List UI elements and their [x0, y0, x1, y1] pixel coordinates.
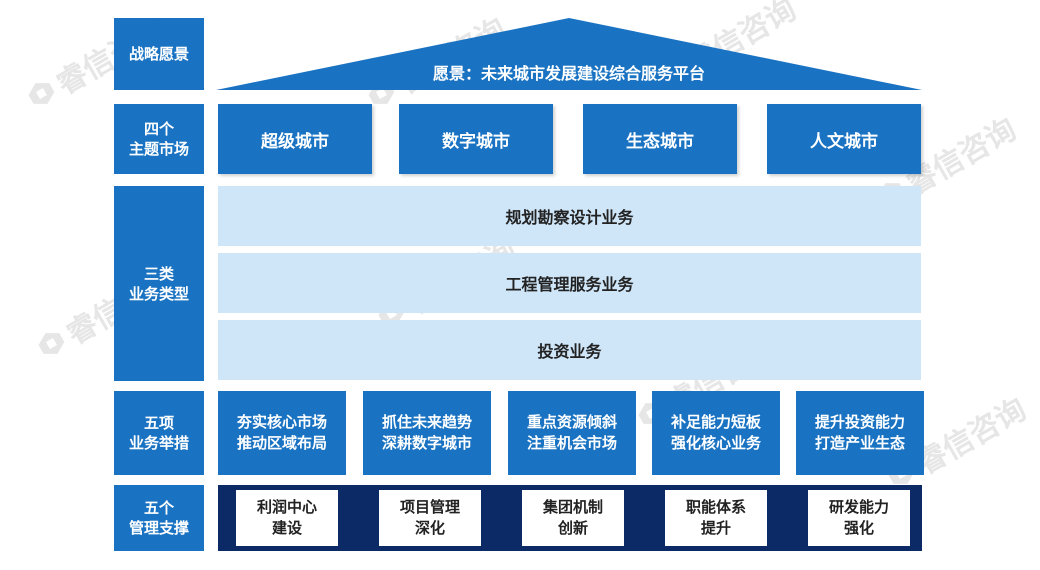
row-label-supports: 五个 管理支撑 — [114, 485, 204, 551]
business-measure: 重点资源倾斜 注重机会市场 — [508, 391, 636, 475]
business-measure: 抓住未来趋势 深耕数字城市 — [363, 391, 491, 475]
theme-market: 生态城市 — [583, 104, 737, 174]
business-type: 投资业务 — [218, 320, 921, 380]
theme-market: 超级城市 — [218, 104, 372, 174]
row-label-themes: 四个 主题市场 — [114, 104, 204, 174]
management-support: 利润中心 建设 — [236, 490, 338, 546]
row-label-types: 三类 业务类型 — [114, 186, 204, 381]
theme-market: 人文城市 — [767, 104, 921, 174]
management-support: 项目管理 深化 — [379, 490, 481, 546]
watermark-logo-icon — [28, 83, 55, 104]
vision-text: 愿景：未来城市发展建设综合服务平台 — [432, 64, 705, 83]
theme-market: 数字城市 — [399, 104, 553, 174]
business-measure: 夯实核心市场 推动区域布局 — [218, 391, 346, 475]
business-measure: 补足能力短板 强化核心业务 — [652, 391, 780, 475]
row-label-vision: 战略愿景 — [114, 18, 204, 90]
row-label-measures: 五项 业务举措 — [114, 391, 204, 475]
business-measure: 提升投资能力 打造产业生态 — [796, 391, 924, 475]
management-support: 职能体系 提升 — [665, 490, 767, 546]
business-type: 工程管理服务业务 — [218, 253, 921, 313]
management-support: 集团机制 创新 — [522, 490, 624, 546]
watermark-logo-icon — [38, 333, 65, 354]
vision-roof — [216, 18, 922, 90]
management-support: 研发能力 强化 — [808, 490, 910, 546]
business-type: 规划勘察设计业务 — [218, 186, 921, 246]
